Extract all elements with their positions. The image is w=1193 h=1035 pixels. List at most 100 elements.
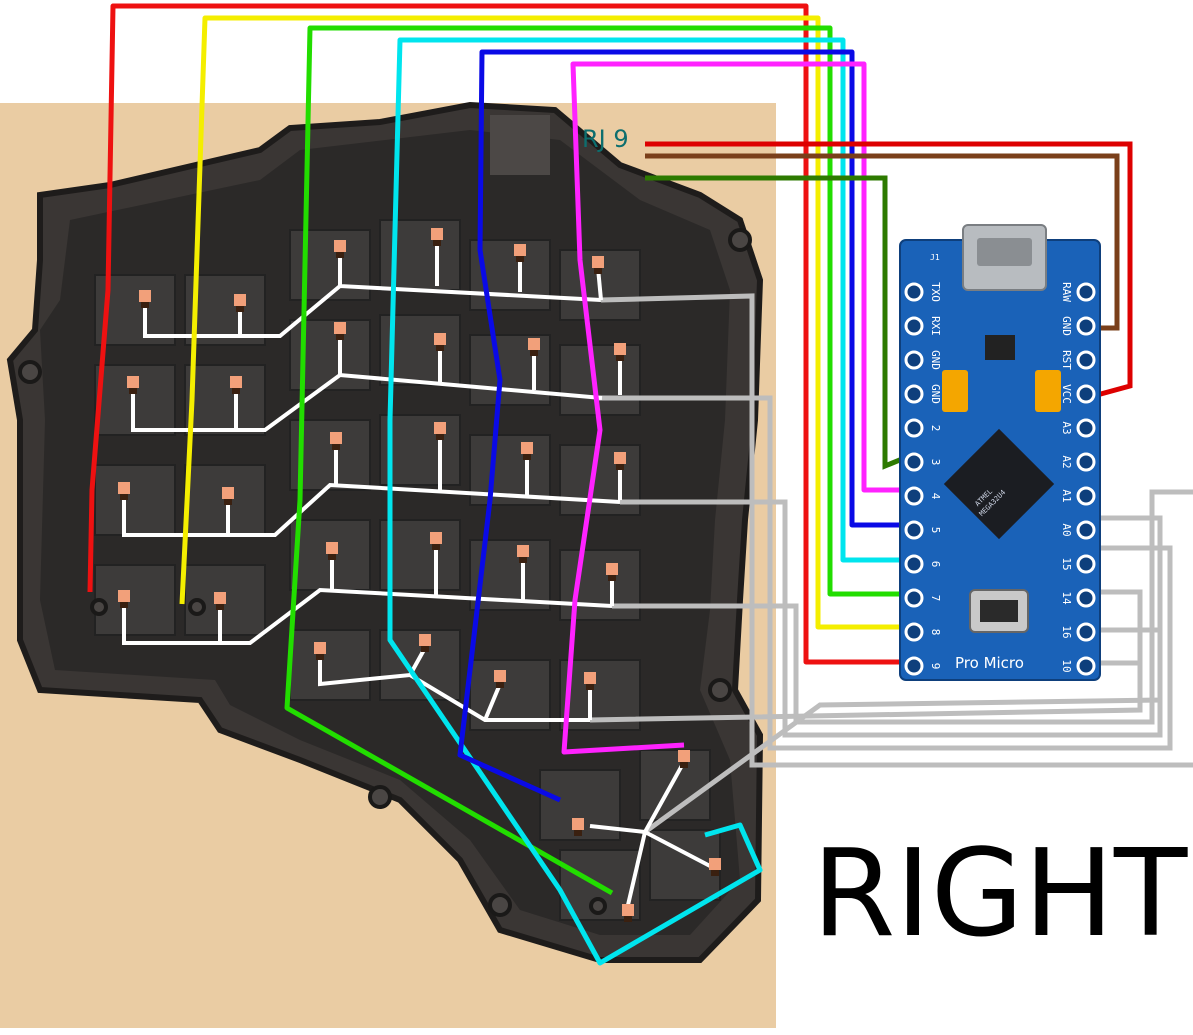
diode-pad xyxy=(572,818,584,830)
diode-pad xyxy=(494,670,506,682)
cap-left xyxy=(942,370,968,412)
diode-pad xyxy=(419,634,431,646)
wire-blue xyxy=(457,49,912,803)
diode-pad xyxy=(431,228,443,240)
rj-red-wire xyxy=(645,141,1133,401)
diode-body xyxy=(129,388,137,394)
diode-pad xyxy=(514,244,526,256)
left-pin-9 xyxy=(904,588,924,608)
right-pin-11 xyxy=(1076,656,1096,676)
diode-pad xyxy=(614,452,626,464)
right-pin-label-9: 14 xyxy=(1060,591,1073,605)
diode-pad xyxy=(584,672,596,684)
rj-green-wire xyxy=(645,175,913,470)
right-pin-10 xyxy=(1076,622,1096,642)
right-pin-7 xyxy=(1076,520,1096,540)
left-pin-label-2: GND xyxy=(929,350,942,370)
diode-body xyxy=(224,499,232,505)
left-pin-label-3: GND xyxy=(929,384,942,404)
diode-pad xyxy=(678,750,690,762)
diode-pads xyxy=(118,228,721,922)
diode-pad xyxy=(334,240,346,252)
diode-body xyxy=(530,350,538,356)
left-pin-label-0: TXO xyxy=(929,282,942,302)
left-pin-11 xyxy=(904,656,924,676)
mcu-chip-icon xyxy=(943,428,1055,540)
diode-body xyxy=(519,557,527,563)
left-pin-label-4: 2 xyxy=(929,425,942,432)
diode-pad xyxy=(222,487,234,499)
diode-pad xyxy=(430,532,442,544)
pro-micro-board: J1 ATMEL MEGA32U4 Pro Micro TXORXIGNDGND… xyxy=(899,224,1101,681)
right-pin-2 xyxy=(1076,350,1096,370)
diode-pad xyxy=(434,422,446,434)
diode-pad xyxy=(606,563,618,575)
left-pin-label-9: 7 xyxy=(929,595,942,602)
right-pin-label-1: GND xyxy=(1060,316,1073,336)
left-pin-1 xyxy=(904,316,924,336)
diode-body xyxy=(332,444,340,450)
right-pin-label-10: 16 xyxy=(1060,625,1073,638)
diode-body xyxy=(711,870,719,876)
right-pin-label-5: A2 xyxy=(1060,455,1073,468)
diode-body xyxy=(436,434,444,440)
right-pin-9 xyxy=(1076,588,1096,608)
left-pin-4 xyxy=(904,418,924,438)
left-pin-5 xyxy=(904,452,924,472)
left-pin-10 xyxy=(904,622,924,642)
rj9-wires xyxy=(645,141,1133,470)
diode-body xyxy=(624,916,632,922)
side-label: RIGHT xyxy=(812,825,1188,964)
diode-body xyxy=(433,240,441,246)
mount-holes xyxy=(18,228,752,917)
wire-cyan xyxy=(387,37,912,966)
diode-body xyxy=(616,464,624,470)
diode-body xyxy=(232,388,240,394)
right-pin-label-2: RST xyxy=(1060,350,1073,370)
right-pin-label-11: 10 xyxy=(1060,659,1073,672)
diode-body xyxy=(523,454,531,460)
right-pin-3 xyxy=(1076,384,1096,404)
left-pin-2 xyxy=(904,350,924,370)
diode-body xyxy=(421,646,429,652)
diode-pad xyxy=(334,322,346,334)
row-wires xyxy=(589,293,1193,835)
diode-pad xyxy=(214,592,226,604)
diode-pad xyxy=(127,376,139,388)
usb-port xyxy=(977,238,1032,266)
right-pin-4 xyxy=(1076,418,1096,438)
wire-yellow xyxy=(179,15,912,630)
rj-brown-wire xyxy=(645,153,1120,331)
diode-body xyxy=(516,256,524,262)
left-pin-3 xyxy=(904,384,924,404)
jack-housing xyxy=(490,115,550,175)
right-pin-8 xyxy=(1076,554,1096,574)
wire-magenta xyxy=(561,61,912,755)
crystal-top xyxy=(980,600,1018,622)
wire-green xyxy=(284,25,912,896)
right-pin-label-3: VCC xyxy=(1060,384,1073,404)
left-pin-0 xyxy=(904,282,924,302)
right-pin-1 xyxy=(1076,316,1096,336)
right-pin-label-6: A1 xyxy=(1060,489,1073,502)
diode-pad xyxy=(622,904,634,916)
diode-pad xyxy=(592,256,604,268)
diode-pad xyxy=(517,545,529,557)
diode-body xyxy=(594,268,602,274)
diode-pad xyxy=(139,290,151,302)
left-pin-label-6: 4 xyxy=(929,493,942,500)
diode-body xyxy=(336,334,344,340)
diode-pad xyxy=(330,432,342,444)
rj9-label: RJ 9 xyxy=(582,125,629,153)
left-pin-8 xyxy=(904,554,924,574)
diode-body xyxy=(141,302,149,308)
diode-body xyxy=(120,494,128,500)
diode-body xyxy=(336,252,344,258)
left-pin-label-11: 9 xyxy=(929,663,942,670)
diode-body xyxy=(436,345,444,351)
right-pin-label-7: A0 xyxy=(1060,523,1073,536)
diode-body xyxy=(680,762,688,768)
diode-pad xyxy=(314,642,326,654)
